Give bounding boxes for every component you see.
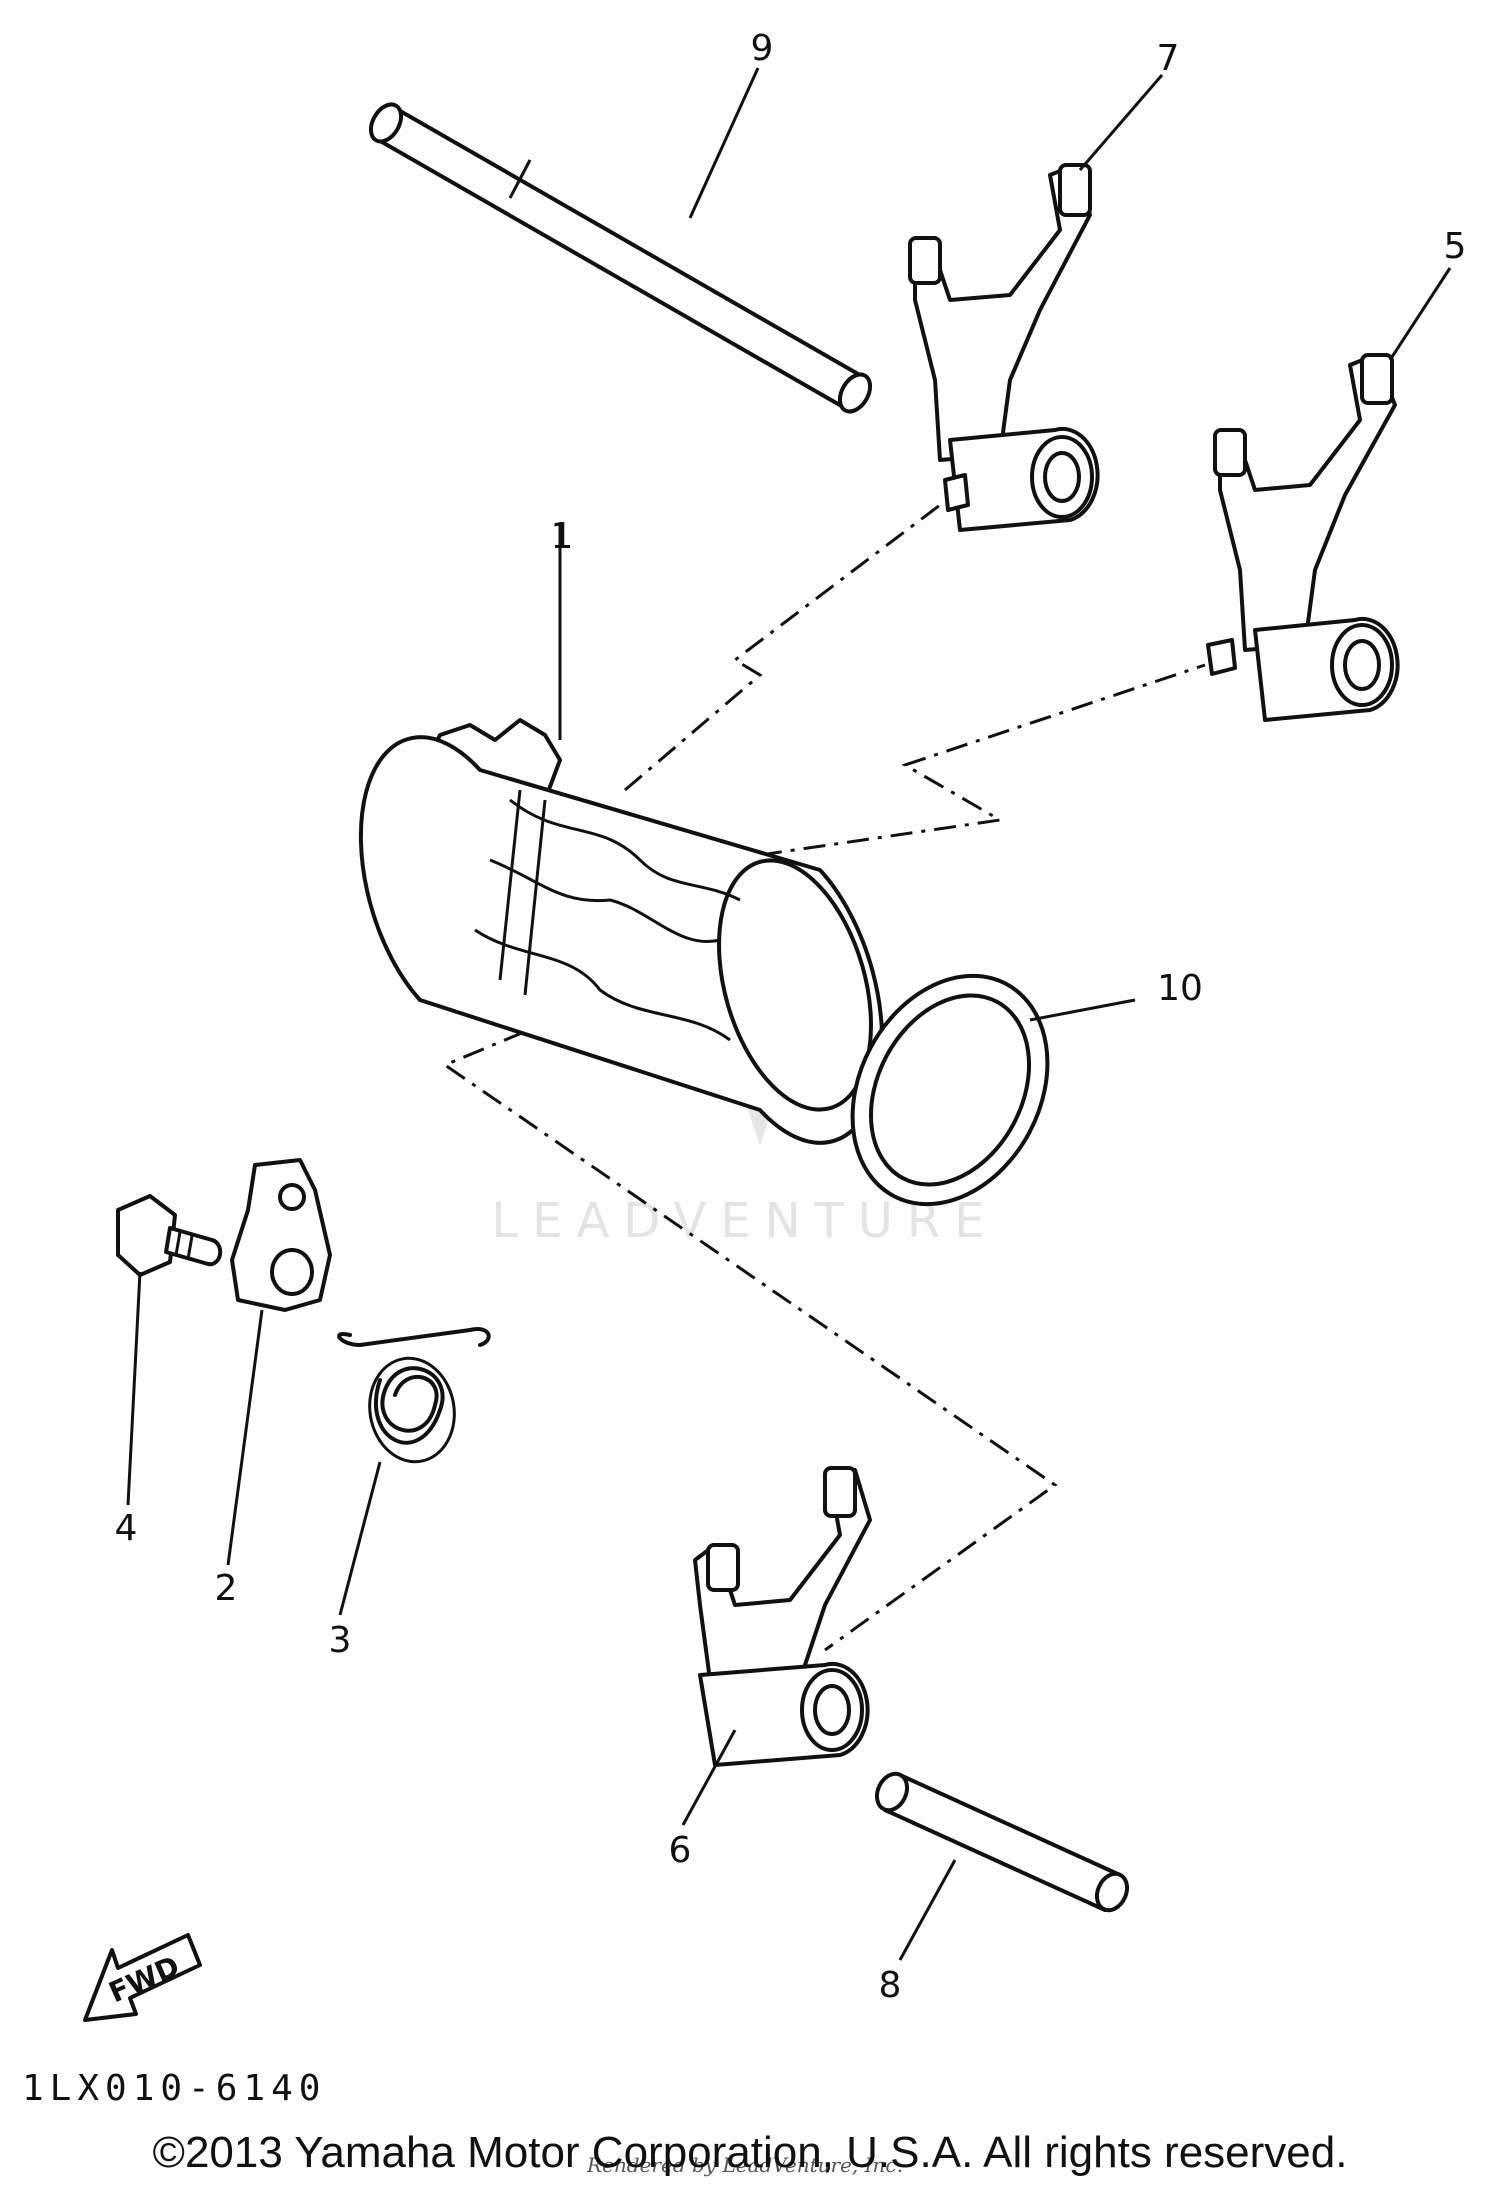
shift-fork-right <box>1206 353 1400 722</box>
torsion-spring <box>337 1327 491 1464</box>
callout-5: 5 <box>1444 226 1467 267</box>
callout-2: 2 <box>215 1568 238 1609</box>
shift-fork-shaft <box>368 102 873 414</box>
callout-4: 4 <box>115 1508 138 1549</box>
callout-7: 7 <box>1157 38 1180 79</box>
rendered-by: Rendered by LeadVenture, Inc. <box>586 2153 903 2177</box>
bolt <box>116 1194 223 1277</box>
callout-labels: 9 7 5 1 10 4 2 3 6 8 <box>115 28 1467 2006</box>
part-code: 1LX010-6140 <box>22 2068 326 2109</box>
callout-10: 10 <box>1157 968 1203 1009</box>
fwd-arrow: FWD <box>83 1933 202 2022</box>
copyright-notice: ©2013 Yamaha Motor Corporation, U.S.A. A… <box>152 2128 1348 2177</box>
shift-fork-lower <box>693 1466 872 1767</box>
callout-3: 3 <box>329 1620 352 1661</box>
watermark-text: LEADVENTURE <box>491 1193 998 1249</box>
shift-fork-upper <box>908 163 1100 532</box>
guide-bar <box>874 1771 1130 1913</box>
callout-8: 8 <box>879 1965 902 2006</box>
shift-cam <box>358 718 885 1145</box>
callout-1: 1 <box>551 516 574 557</box>
callout-6: 6 <box>669 1830 692 1871</box>
leader-lines <box>126 67 1452 1961</box>
assembly-lines <box>441 503 1206 1652</box>
callout-9: 9 <box>751 28 774 69</box>
stopper-lever <box>230 1158 332 1312</box>
washer <box>850 973 1050 1207</box>
